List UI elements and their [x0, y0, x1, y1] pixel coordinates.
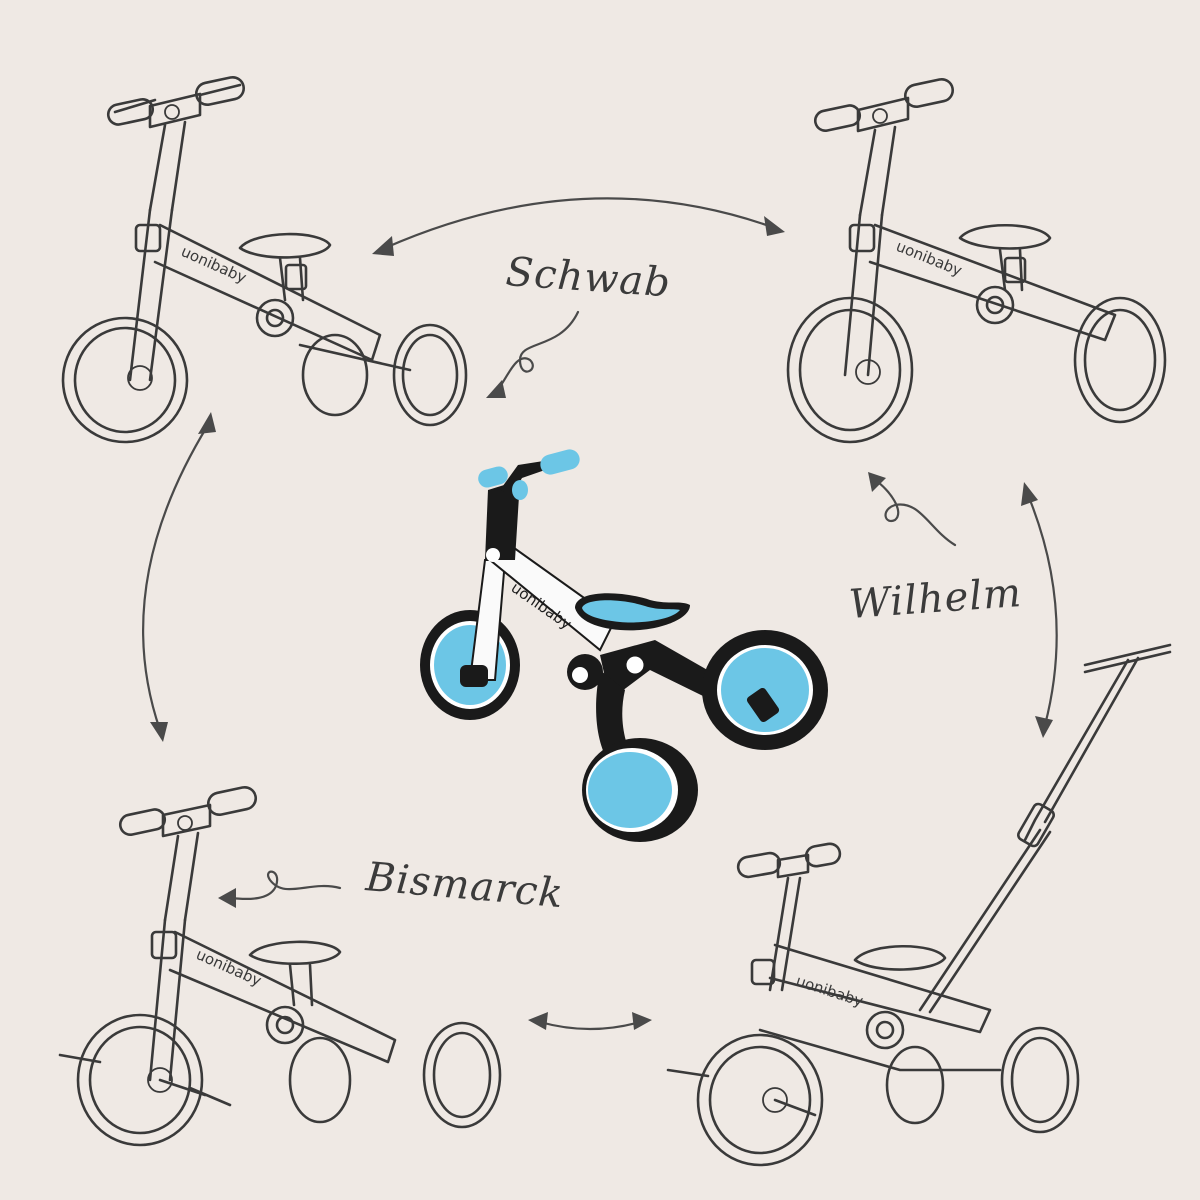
- sketch-bike-bottom-left: uonibaby: [58, 785, 502, 1147]
- head-tube: [485, 480, 520, 560]
- curl-arrowhead-schwab: [486, 380, 506, 398]
- arrowhead-left-bottom: [150, 722, 168, 742]
- sketch-bike-top-left: uonibaby: [61, 75, 468, 444]
- label-schwab: Schwab: [504, 249, 672, 306]
- arrowhead-bottom-left: [528, 1012, 548, 1030]
- arrowhead-right-top: [1021, 482, 1038, 506]
- brand-sketch-bottom-right: uonibaby: [794, 972, 866, 1011]
- label-wilhelm: Wilhelm: [847, 570, 1023, 628]
- sketch-bike-top-right: uonibaby: [786, 77, 1167, 444]
- left-grip: [478, 466, 508, 488]
- arrow-right: [1026, 493, 1058, 727]
- handlebar-stem: [500, 460, 550, 495]
- curl-pointer-bismarck: [228, 870, 342, 901]
- product-bike-photo: uonibaby: [420, 449, 828, 842]
- arrowhead-right-bottom: [1035, 716, 1053, 738]
- arrow-top: [383, 197, 777, 250]
- curl-pointer-schwab: [493, 310, 580, 394]
- right-grip: [540, 449, 580, 475]
- arrow-left: [142, 423, 210, 732]
- cycle-arrows: [142, 197, 1058, 1031]
- curl-pointer-wilhelm: [873, 478, 957, 547]
- curl-arrowhead-wilhelm: [868, 472, 886, 492]
- arrowhead-top-right: [764, 216, 785, 236]
- label-bismarck: Bismarck: [363, 854, 566, 917]
- arrowhead-top-left: [372, 236, 394, 256]
- curl-arrowhead-bismarck: [218, 888, 236, 908]
- arrow-bottom: [538, 1020, 642, 1031]
- arrowhead-left-top: [198, 412, 216, 434]
- arrowhead-bottom-right: [632, 1012, 652, 1030]
